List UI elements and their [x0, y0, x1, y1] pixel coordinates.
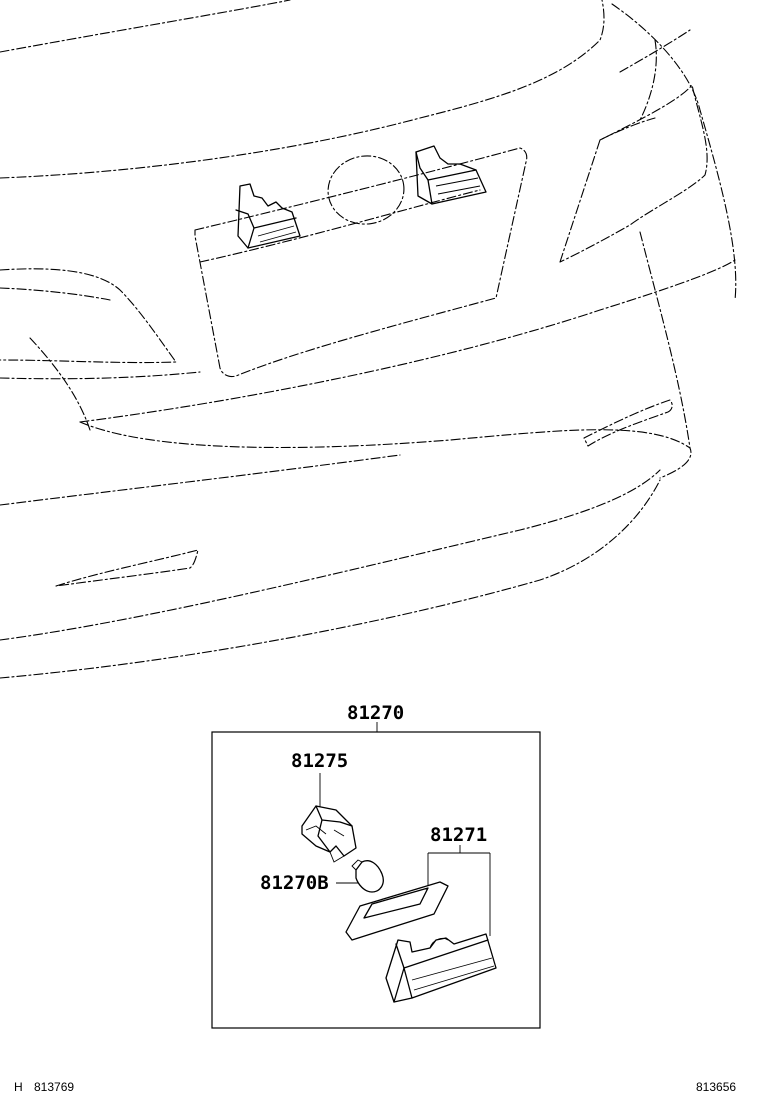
- assembly-frame: [211, 731, 541, 1029]
- license-lamp-left: [235, 183, 301, 249]
- license-lamp-right: [415, 145, 487, 205]
- bulb-part: [351, 859, 384, 893]
- lens-leader: [427, 845, 491, 936]
- vehicle-rear-outline: [0, 0, 737, 679]
- callout-81270B: 81270B: [260, 872, 329, 894]
- footer-prefix: H: [14, 1080, 23, 1094]
- footer-right-code: 813656: [696, 1080, 737, 1094]
- callout-81275: 81275: [291, 750, 349, 772]
- footer-left-code: 813769: [34, 1080, 75, 1094]
- callout-81270: 81270: [347, 702, 405, 724]
- lamp-housing-part: [385, 933, 497, 1003]
- socket-part: [301, 805, 357, 863]
- callout-81271: 81271: [430, 824, 488, 846]
- lens-gasket-part: [345, 881, 449, 941]
